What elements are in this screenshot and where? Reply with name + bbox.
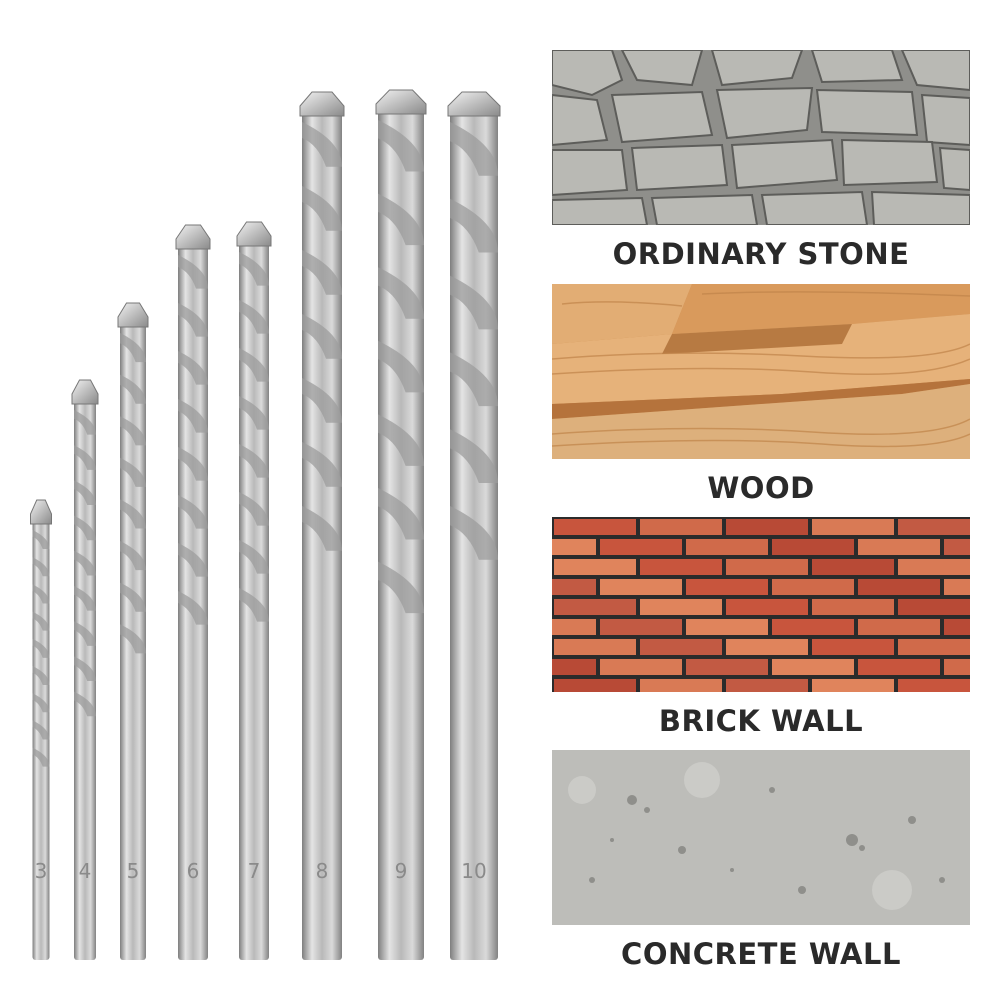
drill-bit-8 <box>299 91 345 960</box>
drill-bit-10 <box>447 91 501 960</box>
drill-bit-3 <box>30 499 52 960</box>
drill-bit-7 <box>236 221 272 960</box>
ordinary-stone-label: ORDINARY STONE <box>612 237 910 271</box>
bit-size-label: 3 <box>35 859 48 883</box>
bit-size-label: 10 <box>461 859 486 883</box>
bit-size-label: 5 <box>127 859 140 883</box>
drill-bit-5 <box>117 302 149 960</box>
bit-size-label: 6 <box>187 859 200 883</box>
concrete-wall-image <box>552 750 970 925</box>
drill-bit-set: 3 4 5 6 7 8 9 10 <box>30 89 501 960</box>
bit-size-label: 8 <box>316 859 329 883</box>
drill-bit-4 <box>71 379 99 960</box>
wood-label: WOOD <box>707 471 815 505</box>
bit-size-label: 4 <box>79 859 92 883</box>
drill-bit-9 <box>375 89 427 960</box>
brick-wall-label: BRICK WALL <box>658 704 864 738</box>
drill-bit-6 <box>175 224 211 960</box>
ordinary-stone-image <box>552 50 970 225</box>
brick-wall-image <box>552 517 970 692</box>
concrete-wall-label: CONCRETE WALL <box>621 937 901 971</box>
bit-size-label: 7 <box>248 859 261 883</box>
bit-size-label: 9 <box>395 859 408 883</box>
wood-image <box>552 284 970 459</box>
